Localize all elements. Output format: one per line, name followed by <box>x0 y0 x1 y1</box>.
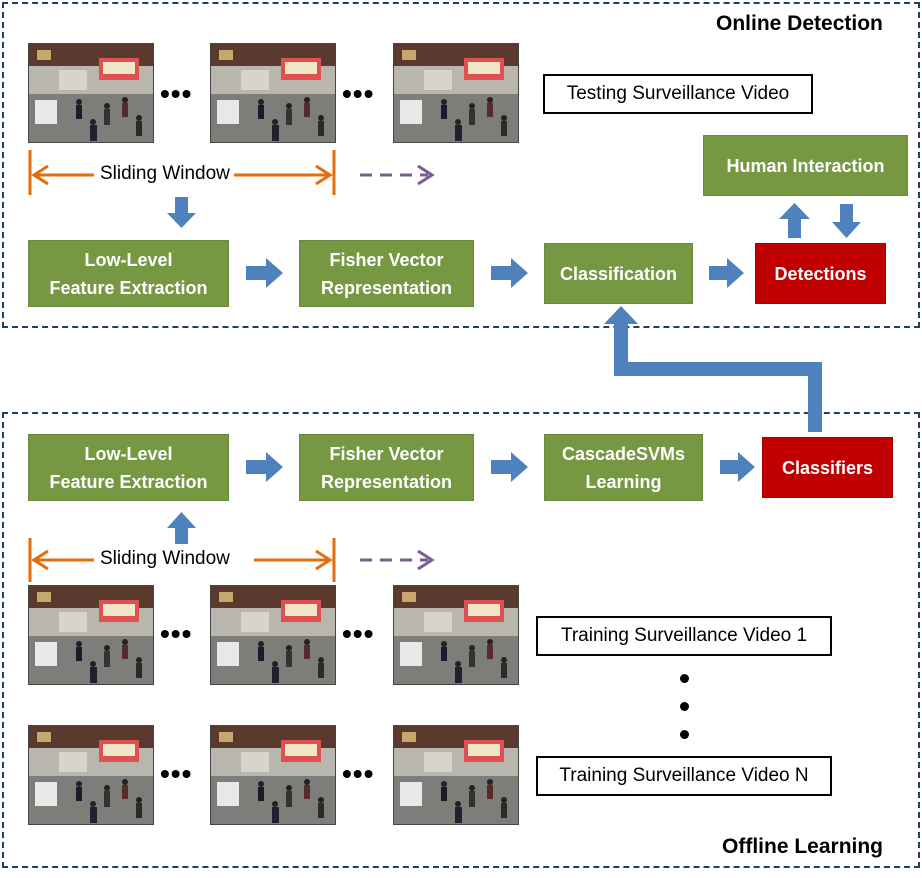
online-block-arrows <box>167 197 861 288</box>
training-video-1-label: Training Surveillance Video 1 <box>536 616 832 656</box>
classifier-feedback-arrow-icon <box>604 306 822 432</box>
online-ellipsis-2: ••• <box>342 78 375 109</box>
training-video-1-frame-2 <box>210 585 336 685</box>
offline-learning-panel <box>2 412 920 868</box>
offline-sliding-window-arrow-icon <box>28 538 336 582</box>
training-video-n-frame-1 <box>28 725 154 825</box>
human-interaction-box: Human Interaction <box>703 135 908 196</box>
offline-ellipsis-2: ••• <box>342 618 375 649</box>
online-classification-box: Classification <box>544 243 693 304</box>
vertical-ellipsis-dot <box>680 674 689 683</box>
online-fisher-vector-box: Fisher Vector Representation <box>299 240 474 307</box>
offline-fisher-vector-box: Fisher Vector Representation <box>299 434 474 501</box>
video-frame-thumbnail-icon <box>29 726 154 825</box>
right-arrow-icon <box>246 452 283 482</box>
video-frame-thumbnail-icon <box>394 44 519 143</box>
up-arrow-icon <box>167 512 196 544</box>
training-video-n-frame-3 <box>393 725 519 825</box>
right-arrow-icon <box>246 258 283 288</box>
video-frame-thumbnail-icon <box>211 44 336 143</box>
offline-ellipsis-4: ••• <box>342 758 375 789</box>
offline-sliding-window-label: Sliding Window <box>96 548 234 570</box>
video-frame-thumbnail-icon <box>211 726 336 825</box>
cascade-svms-box: CascadeSVMs Learning <box>544 434 703 501</box>
video-frame-thumbnail-icon <box>394 726 519 825</box>
offline-ellipsis-3: ••• <box>160 758 193 789</box>
testing-video-frame-3 <box>393 43 519 143</box>
right-arrow-icon <box>491 452 528 482</box>
online-sliding-window-label: Sliding Window <box>96 163 234 185</box>
testing-video-label: Testing Surveillance Video <box>543 74 813 114</box>
right-arrow-icon <box>720 452 755 482</box>
training-video-n-frame-2 <box>210 725 336 825</box>
up-arrow-icon <box>779 203 810 238</box>
online-detection-title: Online Detection <box>716 12 883 35</box>
offline-block-arrows <box>167 452 755 544</box>
online-feature-extraction-box: Low-Level Feature Extraction <box>28 240 229 307</box>
video-frame-thumbnail-icon <box>394 586 519 685</box>
down-arrow-icon <box>832 204 861 238</box>
training-video-1-frame-1 <box>28 585 154 685</box>
online-sliding-window-arrow-icon <box>28 150 336 195</box>
detections-box: Detections <box>755 243 886 304</box>
offline-feature-extraction-box: Low-Level Feature Extraction <box>28 434 229 501</box>
classifiers-box: Classifiers <box>762 437 893 498</box>
online-detection-panel <box>2 2 920 328</box>
testing-video-frame-2 <box>210 43 336 143</box>
video-frame-thumbnail-icon <box>29 586 154 685</box>
right-arrow-icon <box>709 258 744 288</box>
offline-learning-title: Offline Learning <box>722 835 884 858</box>
down-arrow-icon <box>167 197 196 228</box>
training-video-n-label: Training Surveillance Video N <box>536 756 832 796</box>
video-frame-thumbnail-icon <box>29 44 154 143</box>
video-frame-thumbnail-icon <box>211 586 336 685</box>
offline-ellipsis-1: ••• <box>160 618 193 649</box>
right-arrow-icon <box>491 258 528 288</box>
vertical-ellipsis-dot <box>680 702 689 711</box>
training-video-1-frame-3 <box>393 585 519 685</box>
vertical-ellipsis-dot <box>680 730 689 739</box>
testing-video-frame-1 <box>28 43 154 143</box>
offline-dashed-arrow-icon <box>360 549 435 571</box>
online-dashed-arrow-icon <box>360 164 435 186</box>
online-ellipsis-1: ••• <box>160 78 193 109</box>
